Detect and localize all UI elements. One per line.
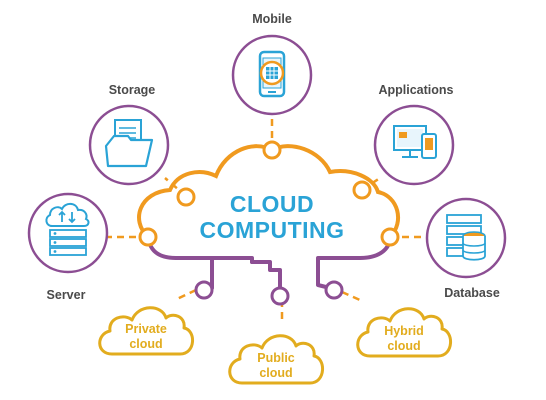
- devices-icon: [393, 125, 437, 159]
- label-applications: Applications: [378, 83, 453, 97]
- label-mobile: Mobile: [252, 12, 292, 26]
- icon-circle-server: [27, 192, 109, 274]
- node-bottom-mid: [270, 286, 290, 306]
- label-server: Server: [47, 288, 86, 302]
- cloud-public: Public cloud: [228, 334, 324, 385]
- cloud-hybrid-line1: Hybrid: [384, 324, 424, 338]
- title-line1: CLOUD: [230, 191, 314, 217]
- database-icon: [446, 214, 486, 261]
- label-storage: Storage: [109, 83, 156, 97]
- icon-circle-database: [425, 197, 507, 279]
- icon-circle-applications: [373, 104, 455, 186]
- node-bottom-right: [324, 280, 344, 300]
- node-right: [380, 227, 400, 247]
- cloud-public-line2: cloud: [259, 366, 292, 380]
- main-cloud-base-mid: [174, 256, 254, 264]
- node-bottom-left: [194, 280, 214, 300]
- cloud-private-line1: Private: [125, 322, 167, 336]
- icon-circle-mobile: [231, 34, 313, 116]
- cloud-private-line2: cloud: [129, 337, 162, 351]
- icon-circle-storage: [88, 104, 170, 186]
- cloud-hybrid: Hybrid cloud: [356, 307, 452, 358]
- main-cloud-base: [146, 235, 392, 294]
- label-database: Database: [444, 286, 500, 300]
- node-left-upper: [176, 187, 196, 207]
- cloud-hybrid-line2: cloud: [387, 339, 420, 353]
- connector-nodes: [138, 140, 400, 306]
- folder-documents-icon: [104, 119, 154, 168]
- cloud-public-line1: Public: [257, 351, 295, 365]
- title-line2: COMPUTING: [199, 217, 344, 243]
- node-left: [138, 227, 158, 247]
- node-top: [262, 140, 282, 160]
- mobile-phone-icon: [258, 50, 286, 98]
- cloud-private: Private cloud: [98, 306, 194, 356]
- cloud-server-icon: [45, 202, 90, 256]
- node-right-upper: [352, 180, 372, 200]
